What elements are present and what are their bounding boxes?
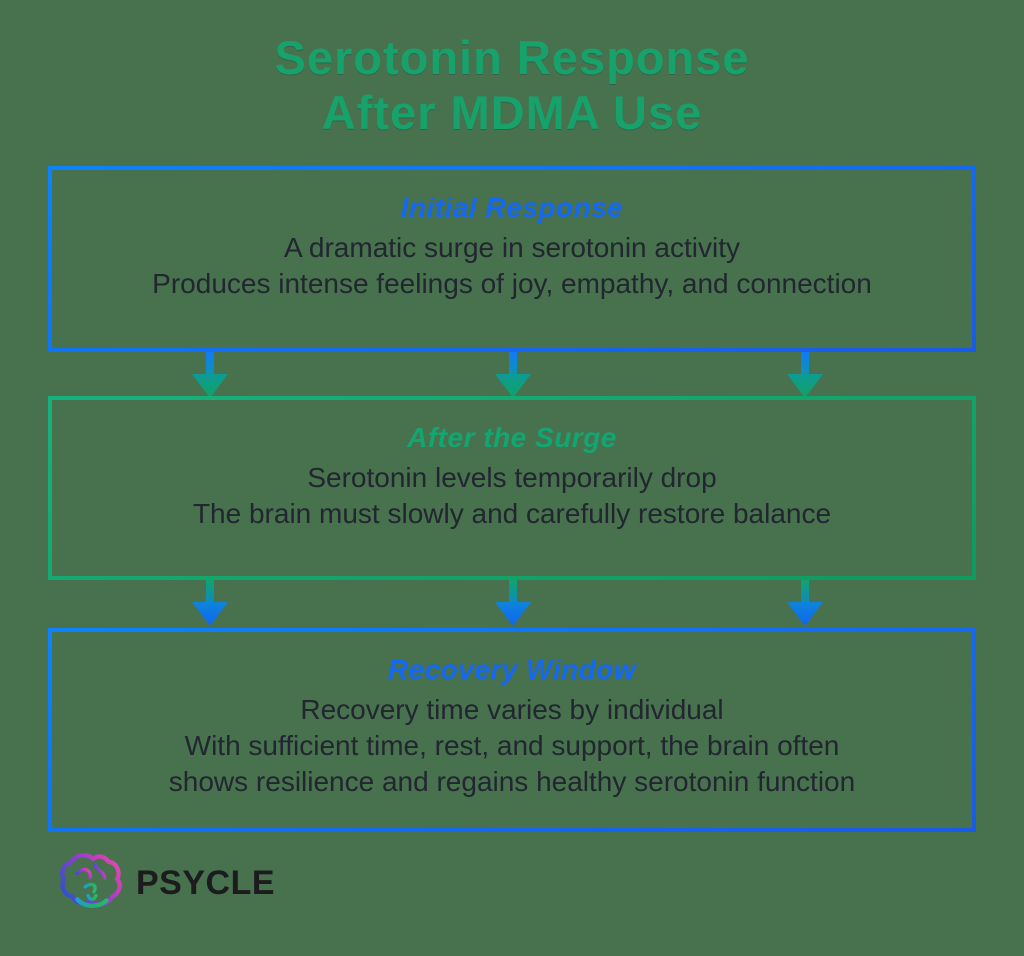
down-arrow-icon <box>191 580 229 626</box>
page-title-line2: After MDMA Use <box>321 86 703 140</box>
box-line: With sufficient time, rest, and support,… <box>184 730 840 761</box>
brand-logo: PSYCLE <box>58 852 275 914</box>
page-title: Serotonin Response After MDMA Use <box>0 30 1024 141</box>
box-line: shows resilience and regains healthy ser… <box>168 766 856 797</box>
box-line: Serotonin levels temporarily drop <box>307 462 717 493</box>
flow-box-after-the-surge: After the Surge Serotonin levels tempora… <box>48 396 976 580</box>
box-line: A dramatic surge in serotonin activity <box>284 232 740 263</box>
flow-box-initial-response: Initial Response A dramatic surge in ser… <box>48 166 976 352</box>
down-arrow-icon <box>494 352 532 398</box>
box-line: The brain must slowly and carefully rest… <box>192 498 832 529</box>
brand-name: PSYCLE <box>136 863 276 902</box>
box-heading: Initial Response <box>400 192 624 223</box>
page-title-line1: Serotonin Response <box>274 31 750 84</box>
flow-box-recovery-window: Recovery Window Recovery time varies by … <box>48 628 976 832</box>
down-arrow-icon <box>191 352 229 398</box>
box-heading: Recovery Window <box>387 654 637 685</box>
brain-icon <box>60 853 122 908</box>
down-arrow-icon <box>494 580 532 626</box>
down-arrow-icon <box>786 580 824 626</box>
box-heading: After the Surge <box>407 422 617 453</box>
down-arrow-icon <box>786 352 824 398</box>
box-line: Recovery time varies by individual <box>300 694 724 725</box>
box-line: Produces intense feelings of joy, empath… <box>152 268 872 299</box>
